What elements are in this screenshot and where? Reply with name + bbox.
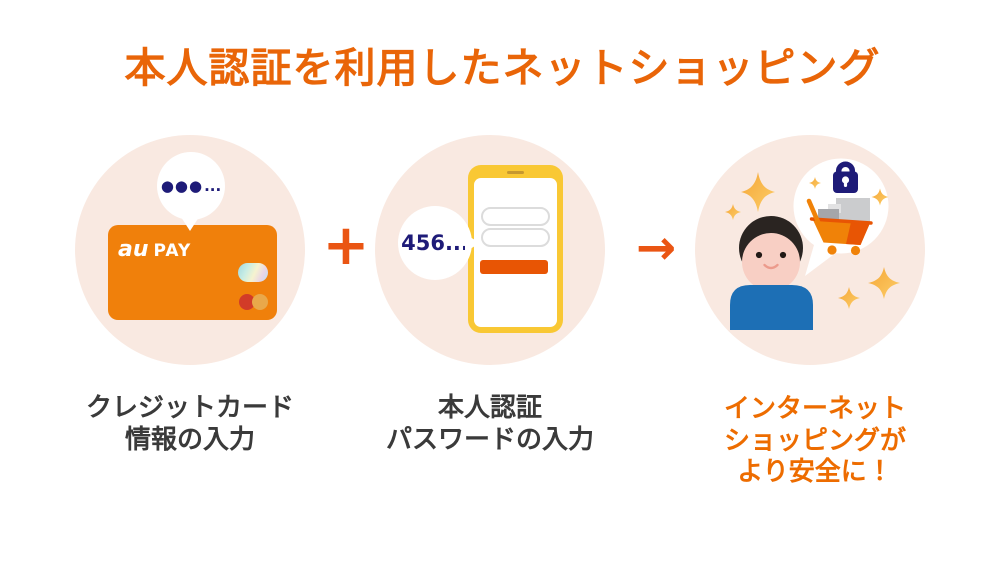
step-password-illustration: 456... (375, 135, 605, 365)
secure-cart-speech-bubble (793, 158, 889, 276)
page-title: 本人認証を利用したネットショッピング (124, 44, 881, 92)
lock-icon (833, 161, 858, 193)
password-code-text: 456... (401, 231, 469, 255)
step-credit-card-illustration: au PAY ●●● ... (75, 135, 305, 365)
caption-line: より安全に！ (737, 457, 893, 487)
masked-card-number-bubble: ●●● ... (157, 152, 225, 220)
masked-digits-ellipsis: ... (204, 177, 222, 195)
pay-logo-text: PAY (153, 241, 192, 261)
password-code-bubble: 456... (398, 206, 472, 280)
card-brand-orange-circle-icon (252, 294, 268, 310)
caption-password: 本人認証 パスワードの入力 (340, 392, 640, 456)
caption-safe-shopping: インターネット ショッピングが より安全に！ (665, 394, 965, 489)
plus-icon: + (322, 213, 370, 278)
smartphone-icon (468, 165, 563, 333)
caption-line: クレジットカード (85, 393, 294, 423)
step-safe-shopping-illustration (695, 135, 925, 365)
form-field-illustration (481, 228, 550, 247)
au-pay-logo: au PAY (118, 237, 191, 262)
arrow-right-icon: → (635, 220, 677, 276)
phone-screen (474, 178, 557, 327)
caption-line: 情報の入力 (124, 425, 255, 455)
shopping-cart-icon (806, 198, 873, 256)
card-brand-red-circle-icon (239, 294, 255, 310)
safe-shopping-scene (725, 158, 900, 330)
au-logo-script: au (118, 237, 149, 262)
caption-line: インターネット (723, 394, 906, 424)
hologram-icon (238, 263, 268, 282)
caption-line: パスワードの入力 (385, 425, 594, 455)
caption-line: 本人認証 (437, 393, 542, 423)
person (730, 216, 813, 330)
masked-digits: ●●● (160, 177, 204, 195)
au-pay-credit-card: au PAY (108, 225, 277, 320)
caption-credit-card: クレジットカード 情報の入力 (40, 392, 340, 456)
caption-line: ショッピングが (723, 425, 906, 456)
submit-button-illustration (480, 260, 548, 274)
form-field-illustration (481, 207, 550, 226)
speech-bubble-tail (181, 217, 199, 231)
phone-speaker-icon (507, 171, 524, 174)
speech-bubble-tail (465, 234, 480, 252)
